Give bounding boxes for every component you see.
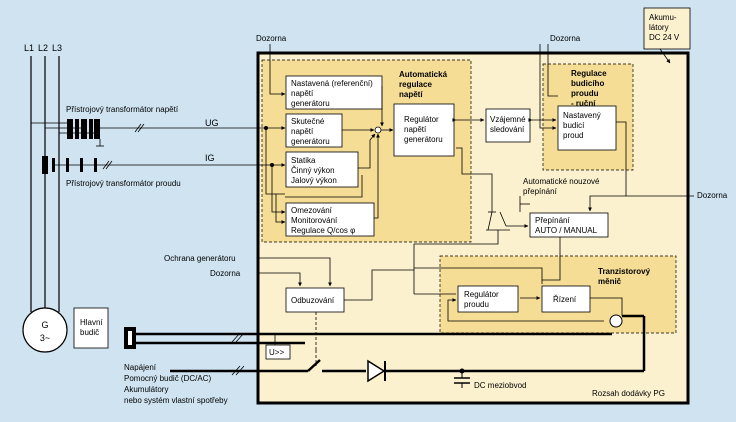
vt-label: Přístrojový transformátor napětí: [66, 105, 179, 114]
main-exciter-label-2: budič: [80, 328, 99, 337]
manual-group-label-2: budicího: [571, 79, 604, 88]
phase-l3: L3: [52, 43, 62, 53]
ct-label: Přístrojový transformátor proudu: [66, 179, 181, 188]
phase-l2: L2: [38, 43, 48, 53]
actual-voltage-label-3: generátoru: [291, 137, 330, 146]
generator-label-2: 3~: [40, 333, 50, 343]
auto-switch-label-2: přepínání: [523, 187, 558, 196]
avr-group-label-1: Automatická: [399, 70, 448, 79]
mutual-tracking-label-1: Vzájemné: [490, 115, 526, 124]
main-exciter-label-1: Hlavní: [80, 318, 103, 327]
current-sensor-symbol: [609, 314, 623, 328]
manual-current-setpoint-block: [557, 105, 617, 151]
voltage-regulator-label-1: Regulátor: [404, 115, 439, 124]
capacitor-symbol: [454, 371, 470, 388]
manual-group-label-3: proudu: [571, 89, 599, 98]
mutual-tracking-block: [485, 108, 531, 143]
auto-manual-label-2: AUTO / MANUAL: [535, 226, 598, 235]
ug-label: UG: [205, 118, 219, 128]
control-room-top-label: Dozorna: [256, 34, 287, 43]
battery-box: [643, 7, 691, 50]
phase-l1: L1: [24, 43, 34, 53]
manual-group-label-4: - ruční: [571, 99, 596, 108]
auto-switch-label-1: Automatické nouzové: [523, 177, 600, 186]
u-monitor-box: [265, 344, 291, 360]
limiting-label-1: Omezování: [291, 206, 333, 215]
reference-voltage-block: [285, 75, 383, 110]
reference-voltage-label-3: generátoru: [291, 99, 330, 108]
generator-symbol: [22, 307, 68, 353]
droop-power-block: [285, 151, 359, 188]
de-excitation-block: [285, 287, 345, 313]
switch-symbol: [307, 350, 366, 373]
manual-setpoint-label-2: budicí: [563, 121, 585, 130]
control-label: Řízení: [553, 295, 577, 304]
dc-link-label: DC meziobvod: [474, 381, 526, 390]
limiting-label-3: Regulace Q/cos φ: [291, 226, 355, 235]
manual-setpoint-label-1: Nastavený: [563, 111, 601, 120]
supply-label-4: nebo systém vlastní spotřeby: [124, 396, 228, 405]
battery-label-1: Akumu-: [649, 13, 677, 22]
scope-label: Rozsah dodávky PG: [592, 389, 665, 398]
manual-setpoint-label-3: proud: [563, 131, 583, 140]
battery-label-3: DC 24 V: [649, 33, 680, 42]
converter-group-label-1: Tranzistorový: [598, 267, 651, 276]
protection-label: Ochrana generátoru: [164, 254, 236, 263]
supply-label-2: Pomocný budič (DC/AC): [124, 374, 211, 383]
main-exciter-box: [73, 307, 109, 349]
auto-manual-label-1: Přepínání: [535, 216, 570, 225]
manual-group-label-1: Regulace: [571, 69, 607, 78]
auto-manual-switch-block: [529, 212, 609, 238]
current-regulator-block: [457, 285, 519, 313]
avr-group-label-3: napětí: [399, 90, 423, 99]
current-regulator-label-1: Regulátor: [464, 290, 499, 299]
droop-power-label-3: Jalový výkon: [291, 176, 337, 185]
u-monitor-label: U>>: [269, 348, 284, 357]
summing-junction: [374, 126, 382, 134]
droop-power-label-1: Statika: [291, 156, 316, 165]
actual-voltage-label-2: napětí: [291, 127, 314, 136]
supply-label-1: Napájení: [124, 363, 157, 372]
converter-group-label-2: měnič: [598, 277, 622, 286]
de-excitation-label: Odbuzování: [291, 296, 335, 305]
supply-label-3: Akumulátory: [124, 385, 168, 394]
reference-voltage-label-2: napětí: [291, 89, 314, 98]
limiting-block: [285, 202, 375, 237]
ig-label: IG: [205, 153, 215, 163]
voltage-regulator-label-2: napětí: [404, 125, 427, 134]
droop-power-label-2: Činný výkon: [291, 166, 335, 175]
current-transformer-symbol: [42, 156, 258, 174]
control-block: [541, 285, 591, 313]
voltage-regulator-block: [393, 103, 455, 157]
voltage-regulator-label-3: generátoru: [404, 135, 443, 144]
current-regulator-label-2: proudu: [464, 300, 489, 309]
avr-group-label-2: regulace: [399, 80, 432, 89]
control-room-top-right-label: Dozorna: [550, 34, 581, 43]
generator-label-1: G: [41, 320, 48, 330]
limiting-label-2: Monitorování: [291, 216, 338, 225]
reference-voltage-label-1: Nastavená (referenční): [291, 79, 373, 88]
actual-voltage-block: [285, 113, 343, 148]
transformer-symbol: [31, 119, 258, 147]
battery-label-2: látory: [649, 23, 669, 32]
control-room-left-label: Dozorna: [210, 269, 241, 278]
control-room-right-label: Dozorna: [697, 191, 728, 200]
actual-voltage-label-1: Skutečné: [291, 117, 325, 126]
mutual-tracking-label-2: sledování: [490, 125, 525, 134]
battery-arrow: [659, 48, 671, 64]
